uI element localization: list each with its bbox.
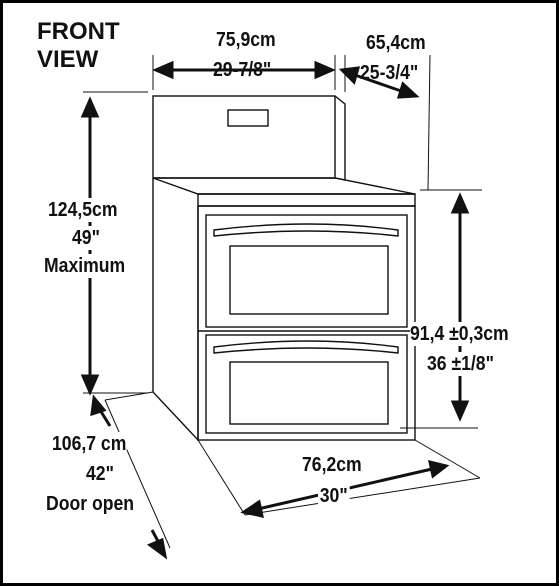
lower-handle (213, 340, 399, 354)
backguard (152, 95, 336, 179)
door-open-imperial-label: 42" (86, 462, 114, 486)
cooktop (152, 177, 416, 195)
backguard-side (334, 95, 346, 181)
height-max-note-label: Maximum (44, 254, 126, 278)
lower-oven-window (229, 361, 389, 425)
upper-oven-door (205, 214, 408, 328)
floor-width-imperial-label: 30" (318, 484, 350, 508)
door-open-metric-label: 106,7 cm (52, 432, 127, 456)
cooktop-front-edge (197, 193, 416, 207)
width-metric-label: 75,9cm (216, 29, 276, 51)
upper-oven-window (229, 245, 389, 315)
lower-oven-door (205, 334, 408, 434)
door-open-note-label: Door open (46, 492, 134, 516)
control-display (227, 109, 269, 127)
depth-arrow (351, 72, 405, 94)
floor-width-metric-label: 76,2cm (302, 454, 362, 476)
depth-metric-label: 65,4cm (366, 32, 426, 54)
height-max-metric-label: 124,5cm (48, 198, 118, 222)
cooktop-height-imperial-label: 36 ±1/8" (427, 352, 494, 376)
body-side (152, 178, 199, 442)
width-imperial-label: 29-7/8" (213, 59, 272, 81)
upper-handle (213, 223, 399, 237)
height-max-imperial-label: 49" (72, 226, 100, 250)
title-line-1: FRONT (37, 18, 120, 45)
cooktop-height-metric-label: 91,4 ±0,3cm (410, 322, 509, 346)
title-line-2: VIEW (37, 46, 99, 73)
door-open-arrow (98, 409, 112, 427)
depth-imperial-label: 25-3/4" (360, 62, 419, 84)
